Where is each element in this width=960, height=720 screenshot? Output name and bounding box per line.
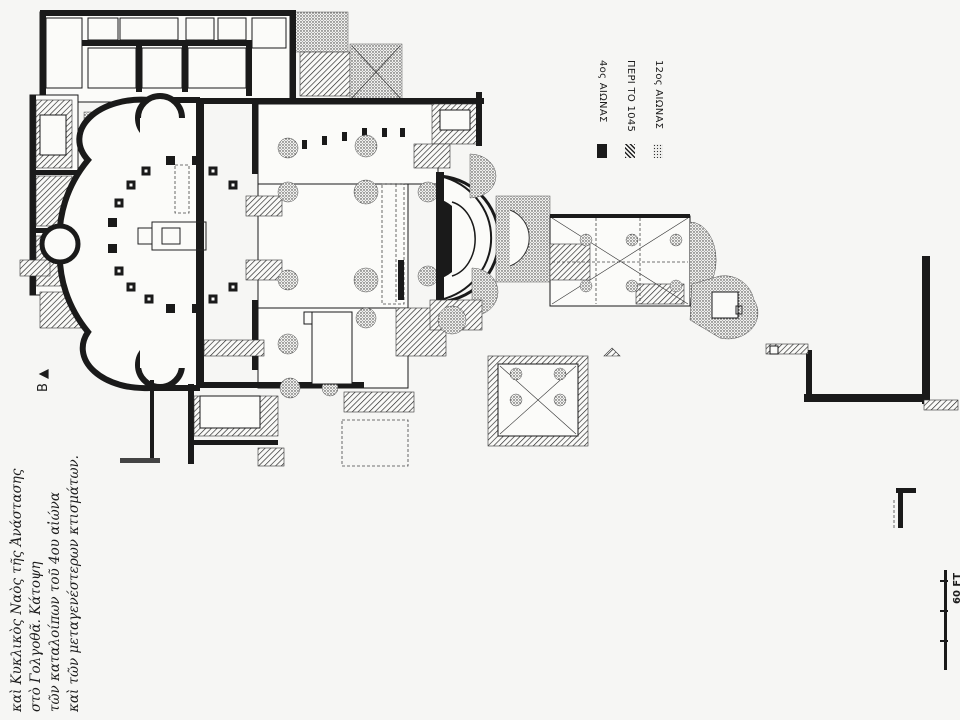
caption-line: καὶ τῶν μεταγενέστερων κτισμάτων. <box>66 455 82 712</box>
legend-label: ΠΕΡΙ ΤΟ 1045 <box>625 60 636 133</box>
north-arrow: B ▲ <box>36 368 51 392</box>
courtyard <box>203 92 484 399</box>
legend-swatch-hatched <box>625 144 635 158</box>
legend-swatch-dotted <box>653 144 663 158</box>
rotunda <box>39 93 238 392</box>
south-chapel <box>487 347 621 447</box>
caption-line: τῶν καταλοίπων τοῦ 4ου αἰώνα <box>47 492 63 712</box>
scale-label: 60 FT <box>952 572 960 604</box>
outer-wall-fragments <box>765 256 959 670</box>
caption-line: καὶ Κυκλικὸς Ναὸς τῆς Ἀνάστασης <box>9 468 25 712</box>
north-rooms <box>39 10 403 103</box>
legend-label: 4ος ΑΙΩΝΑΣ <box>597 60 608 123</box>
legend-label: 12ος ΑΙΩΝΑΣ <box>653 60 664 130</box>
caption: καὶ Κυκλικὸς Ναὸς τῆς Ἀνάστασης στὸ Γολγ… <box>8 455 84 712</box>
apse <box>395 153 551 357</box>
east-chapel <box>549 214 759 340</box>
caption-line: στὸ Γολγοθᾶ. Κάτοψη <box>28 561 44 712</box>
legend-swatch-solid <box>597 144 607 158</box>
south-rooms <box>120 311 415 467</box>
